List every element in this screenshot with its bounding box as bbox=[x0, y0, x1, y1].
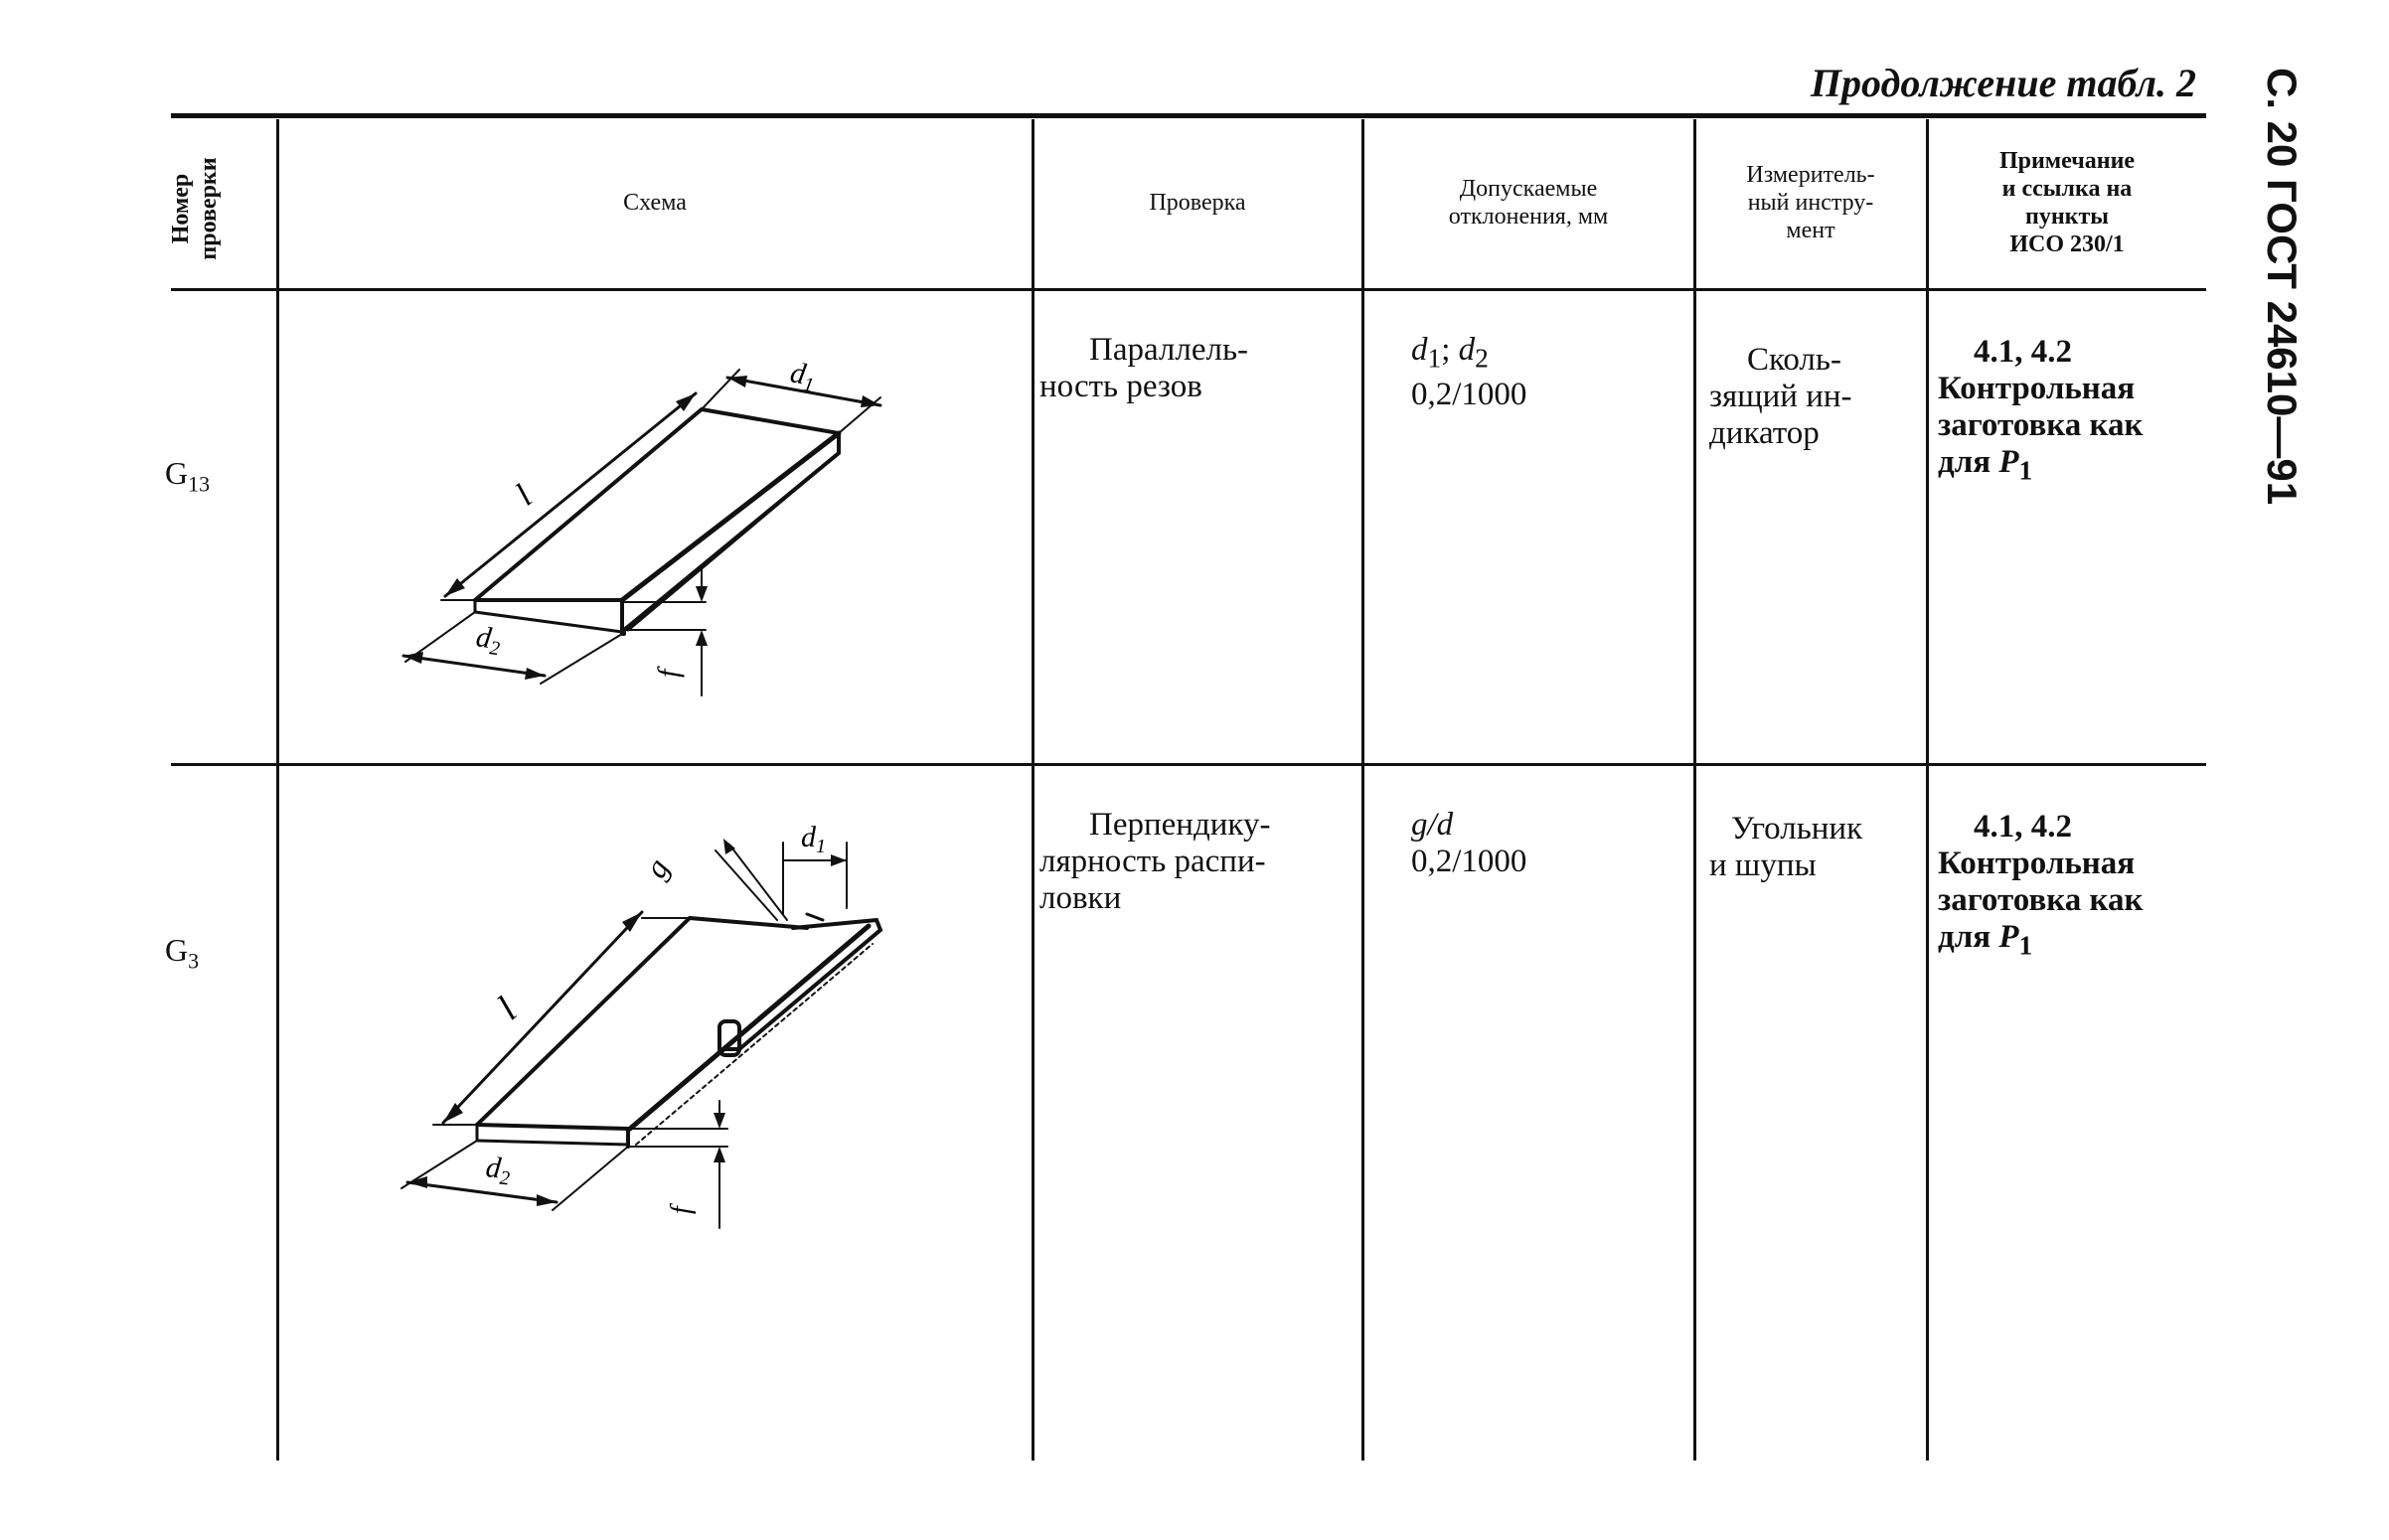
svg-text:d2: d2 bbox=[484, 1151, 513, 1189]
header-number: Номер проверки bbox=[168, 157, 222, 260]
row-1-scheme-diagram: d1 l d2 f bbox=[401, 356, 882, 696]
dim-d1-line bbox=[725, 376, 882, 407]
col-rule-5 bbox=[1926, 119, 1929, 1461]
dim-l-line bbox=[443, 391, 698, 598]
header-tolerance: Допускаемые отклонения, мм bbox=[1448, 176, 1609, 230]
svg-text:l: l bbox=[490, 990, 525, 1028]
row-divider bbox=[171, 763, 2206, 766]
col-rule-1 bbox=[276, 119, 279, 1461]
row-1-tolerance: d1; d2 0,2/1000 bbox=[1411, 332, 1527, 412]
header-note: Примечание и ссылка на пункты ИСО 230/1 bbox=[1998, 148, 2136, 257]
label-f: f bbox=[652, 666, 685, 678]
row-1-number: G13 bbox=[165, 455, 211, 497]
row-2-instrument: Угольник и шупы bbox=[1709, 811, 1863, 883]
row-2-tolerance: g/d 0,2/1000 bbox=[1411, 807, 1527, 879]
page-reference: С. 20 ГОСТ 24610—91 bbox=[2256, 68, 2315, 525]
row-2-number: G3 bbox=[165, 932, 200, 974]
svg-text:d1: d1 bbox=[801, 821, 826, 857]
label-d1: d1 bbox=[787, 356, 818, 396]
table-continuation-label: Продолжение табл. 2 bbox=[1810, 61, 2196, 105]
row-1-check: Параллель- ность резов bbox=[1039, 332, 1249, 404]
table-top-rule bbox=[171, 113, 2206, 118]
row-1-note: 4.1, 4.2 Контрольная заготовка как для P… bbox=[1938, 334, 2144, 486]
svg-text:g: g bbox=[637, 852, 676, 884]
dim-d2-line bbox=[401, 654, 547, 678]
row-2-check: Перпендику- лярность распи- ловки bbox=[1039, 807, 1271, 916]
row-2-note: 4.1, 4.2 Контрольная заготовка как для P… bbox=[1938, 809, 2144, 961]
header-check: Проверка bbox=[1149, 190, 1246, 216]
row-1-instrument: Сколь- зящий ин- дикатор bbox=[1709, 342, 1852, 451]
label-d2: d2 bbox=[473, 620, 503, 660]
page-reference-text: С. 20 ГОСТ 24610—91 bbox=[2259, 68, 2306, 506]
svg-text:f: f bbox=[666, 1203, 697, 1214]
col-rule-2 bbox=[1032, 119, 1035, 1461]
header-scheme: Схема bbox=[623, 190, 687, 216]
row-2-scheme-diagram: d1 g l d2 f bbox=[400, 821, 883, 1229]
label-l: l bbox=[509, 478, 539, 513]
header-instrument: Измеритель- ный инстру- мент bbox=[1746, 162, 1875, 243]
col-rule-3 bbox=[1361, 119, 1364, 1461]
header-bottom-rule bbox=[171, 288, 2206, 291]
col-rule-4 bbox=[1693, 119, 1696, 1461]
